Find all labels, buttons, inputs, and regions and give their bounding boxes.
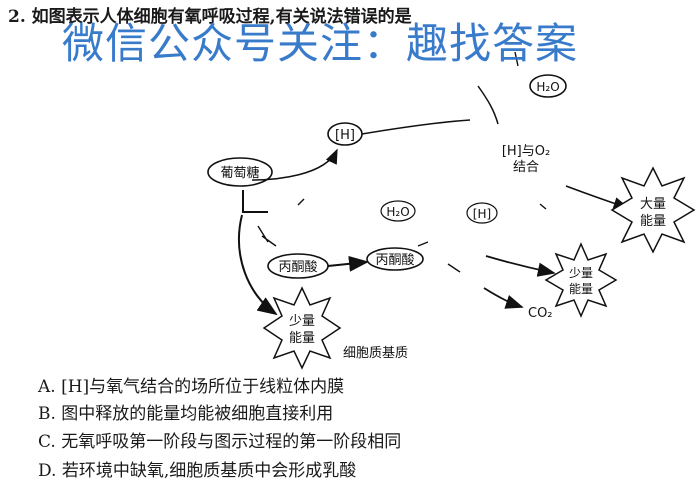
small-energy-left-line2: 能量 <box>289 331 315 346</box>
option-b: B. 图中释放的能量均能被细胞直接利用 <box>38 404 334 424</box>
option-c: C. 无氧呼吸第一阶段与图示过程的第一阶段相同 <box>38 432 402 452</box>
co2-label: CO₂ <box>528 306 553 321</box>
h2o-node-top: H₂O <box>529 74 567 98</box>
arrow-to-large-energy <box>565 185 630 210</box>
h2o-label-middle: H₂O <box>386 205 409 219</box>
h-node-top: [H] <box>327 122 363 146</box>
line-h-to-combine <box>361 119 471 135</box>
dash-mark-2 <box>539 203 547 210</box>
dash-mark-4 <box>447 263 461 273</box>
arrow-pyruvate-to-pyruvate <box>327 255 369 272</box>
small-energy-right-line2: 能量 <box>569 282 593 296</box>
arrow-to-co2 <box>483 287 524 309</box>
arrow-to-h-top <box>251 148 338 181</box>
large-energy-line1: 大量 <box>640 197 666 212</box>
option-d: D. 若环境中缺氧,细胞质基质中会形成乳酸 <box>38 461 357 481</box>
stroke-to-pyruvate <box>257 225 277 247</box>
h-o2-label-line2: 结合 <box>513 160 539 175</box>
h-o2-label-line1: [H]与O₂ <box>502 144 550 159</box>
dash-mark-3 <box>417 241 429 247</box>
glucose-stem-line <box>242 190 268 213</box>
dash-mark <box>297 198 305 206</box>
line-to-h2o-top <box>477 85 499 125</box>
watermark-text: 微信公众号关注：趣找答案 <box>62 19 579 68</box>
large-energy-line2: 能量 <box>640 214 666 229</box>
question-stem: 2. 如图表示人体细胞有氧呼吸过程,有关说法错误的是 <box>8 7 412 27</box>
h-label-middle: [H] <box>473 207 491 221</box>
option-a: A. [H]与氧气结合的场所位于线粒体内膜 <box>38 377 345 397</box>
small-energy-star-right: 少量 能量 <box>544 242 618 318</box>
small-energy-star-left: 少量 能量 <box>262 286 342 370</box>
pyruvate-node-left: 丙酮酸 <box>267 253 329 279</box>
tick-top <box>514 51 519 67</box>
small-energy-left-line1: 少量 <box>289 314 315 329</box>
large-energy-star: 大量 能量 <box>610 166 696 254</box>
pyruvate-label-left: 丙酮酸 <box>278 260 317 275</box>
h2o-node-middle: H₂O <box>380 200 416 222</box>
glucose-label: 葡萄糖 <box>220 165 259 181</box>
cytoplasm-label: 细胞质基质 <box>343 346 408 361</box>
h-node-middle: [H] <box>466 202 498 224</box>
h-label-top: [H] <box>335 128 355 143</box>
h2o-label-top: H₂O <box>536 80 559 94</box>
arrow-to-small-energy-right <box>485 255 556 277</box>
pyruvate-node-right: 丙酮酸 <box>366 247 424 271</box>
pyruvate-label-right: 丙酮酸 <box>375 253 414 268</box>
small-energy-right-line1: 少量 <box>569 266 593 280</box>
arrow-glucose-to-small-energy <box>238 214 278 316</box>
glucose-node: 葡萄糖 <box>207 157 273 187</box>
